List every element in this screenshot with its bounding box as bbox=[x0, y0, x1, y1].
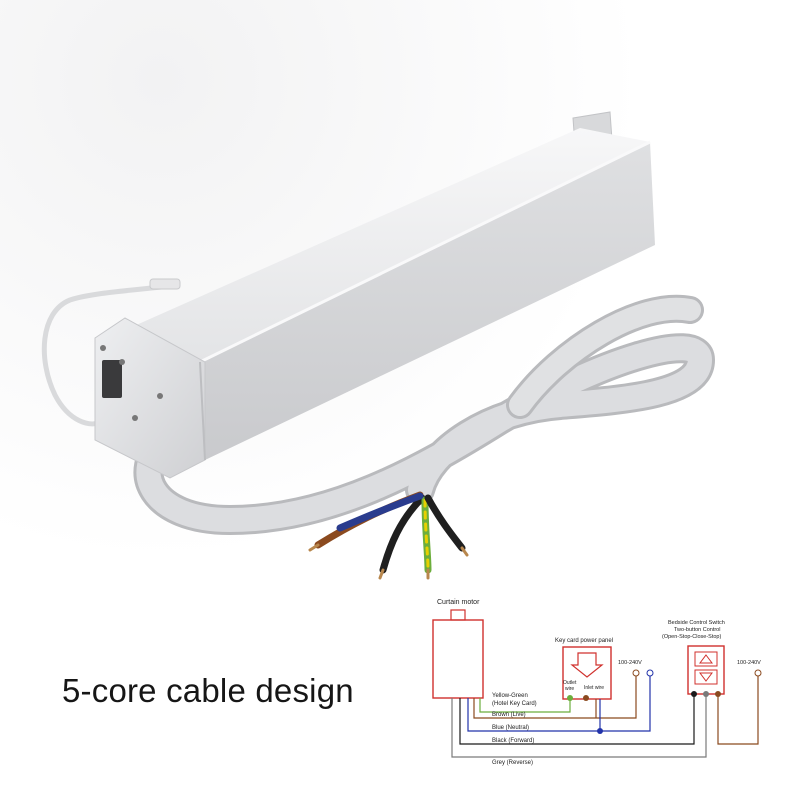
wire-yellow-green-note: (Hotel Key Card) bbox=[492, 701, 537, 707]
voltage-left-label: 100-240V bbox=[618, 660, 642, 666]
motor-label: Curtain motor bbox=[437, 599, 480, 606]
switch-title-3: (Open-Stop-Close-Stop) bbox=[662, 634, 721, 640]
wire-yellow-green-label: Yellow-Green bbox=[492, 693, 528, 699]
wire-blue-label: Blue (Neutral) bbox=[492, 725, 529, 731]
wire-grey-label: Grey (Reverse) bbox=[492, 760, 533, 766]
signal-wire bbox=[41, 278, 181, 427]
wire-ends bbox=[308, 491, 469, 580]
power-cable bbox=[133, 294, 716, 536]
outlet-wire-label: wire bbox=[565, 686, 574, 692]
inlet-wire-label: Inlet wire bbox=[584, 685, 604, 691]
curtain-motor bbox=[94, 111, 655, 479]
outlet-label: Outlet bbox=[563, 680, 577, 686]
wire-brown-label: Brown (Live) bbox=[492, 712, 526, 718]
switch-title-2: Two-button Control bbox=[674, 627, 720, 633]
down-arrow-icon bbox=[570, 652, 604, 678]
switch-title-1: Bedside Control Switch bbox=[668, 620, 725, 626]
down-triangle-icon bbox=[699, 672, 713, 682]
caption: 5-core cable design bbox=[62, 672, 354, 709]
up-arrow-icon bbox=[699, 654, 713, 664]
wire-black-label: Black (Forward) bbox=[492, 738, 534, 744]
keycard-panel-label: Key card power panel bbox=[555, 638, 613, 644]
wiring-diagram: Curtain motor Key card power panel Outle… bbox=[432, 599, 762, 766]
rj-port-icon bbox=[102, 360, 122, 398]
voltage-right-label: 100-240V bbox=[737, 660, 761, 666]
